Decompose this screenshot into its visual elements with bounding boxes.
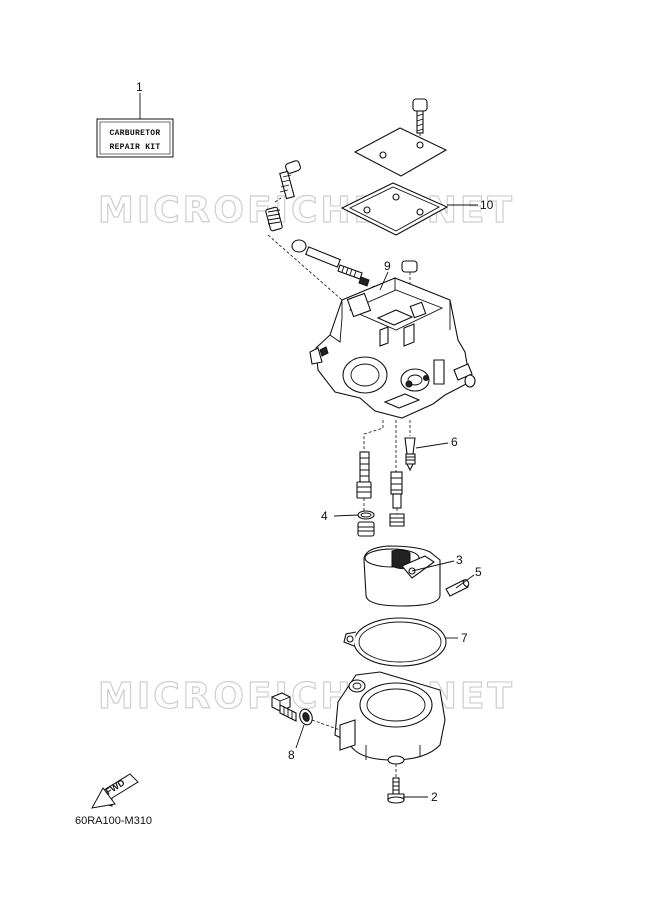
- watermark-top: MICROFICHES.NET: [98, 190, 515, 231]
- part-repair-kit-label: CARBURETOR REPAIR KIT: [96, 118, 174, 158]
- callout-7: 7: [461, 631, 468, 645]
- callout-6: 6: [451, 435, 458, 449]
- callout-2: 2: [431, 790, 438, 804]
- part-gasket-10: [340, 182, 449, 236]
- part-float-3: [363, 545, 441, 607]
- callout-3: 3: [456, 553, 463, 567]
- kit-label-line2: REPAIR KIT: [109, 143, 160, 152]
- guide-jet-left: [363, 420, 384, 452]
- part-top-cover: [353, 98, 448, 177]
- diagram-code: 60RA100-M310: [75, 815, 152, 827]
- callout-9: 9: [384, 259, 391, 273]
- leader-9: [379, 271, 389, 291]
- part-carburetor-body: [309, 277, 476, 419]
- kit-label-line1: CARBURETOR: [109, 129, 160, 138]
- callout-10: 10: [480, 198, 494, 212]
- watermark-bottom: MICROFICHES.NET: [98, 676, 515, 717]
- leader-4: [333, 514, 359, 517]
- leader-8: [295, 724, 305, 749]
- leader-6: [415, 442, 449, 449]
- part-float-bowl: [334, 671, 446, 765]
- callout-1: 1: [136, 80, 143, 94]
- fwd-arrow-icon: FWD: [91, 773, 139, 809]
- leader-3: [411, 560, 455, 572]
- part-pilot-screw: [265, 160, 343, 301]
- callout-8: 8: [288, 748, 295, 762]
- part-float-pin-5: [445, 579, 470, 597]
- callout-5: 5: [475, 565, 482, 579]
- part-bowl-gasket-7: [343, 617, 447, 667]
- part-main-nozzle: [356, 451, 372, 512]
- leader-5: [455, 574, 475, 589]
- part-drain-screw-8: [271, 692, 341, 731]
- part-o-ring-4: [357, 510, 375, 537]
- part-bowl-screw-2: [387, 764, 405, 804]
- part-needle-valve-6: [404, 437, 416, 472]
- callout-4: 4: [321, 509, 328, 523]
- part-plunger-spring: [291, 239, 370, 287]
- part-main-jet: [389, 471, 405, 527]
